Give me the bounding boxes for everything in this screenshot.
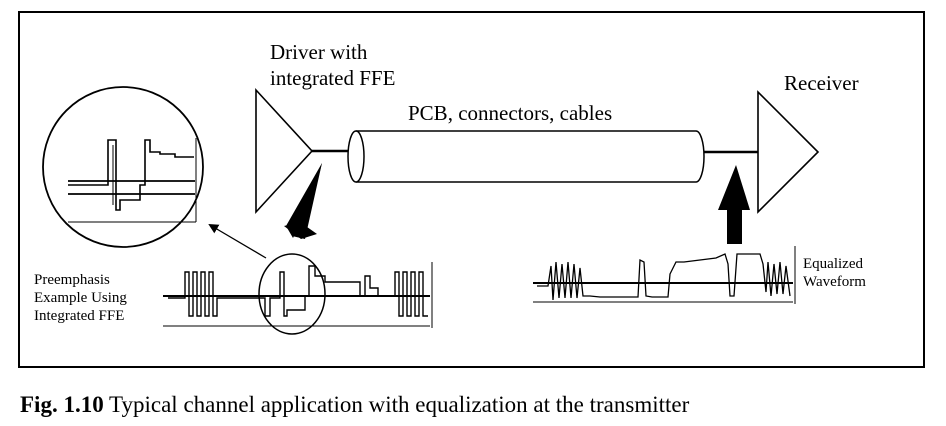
preemphasis-label-line2: Example Using — [34, 290, 127, 306]
equalized-label-line1: Equalized — [803, 256, 863, 272]
receiver-label: Receiver — [784, 71, 859, 95]
cable-cylinder — [347, 130, 705, 183]
preemphasis-waveform — [163, 262, 433, 328]
caption-text: Typical channel application with equaliz… — [109, 392, 690, 417]
caption-number: Fig. 1.10 — [20, 392, 104, 417]
zoom-pointer-arrow — [208, 223, 267, 259]
zoomed-waveform — [68, 138, 197, 223]
preemphasis-label-line1: Preemphasis — [34, 272, 110, 288]
equalized-waveform — [533, 246, 796, 304]
zoom-circle — [42, 86, 204, 248]
figure-caption: Fig. 1.10 Typical channel application wi… — [20, 391, 689, 418]
equalized-label-line2: Waveform — [803, 274, 866, 290]
receiver-triangle — [757, 90, 820, 214]
driver-triangle — [255, 87, 314, 215]
channel-label: PCB, connectors, cables — [408, 101, 613, 125]
big-arrow-receiver — [718, 165, 750, 244]
driver-label-line1: Driver with — [270, 40, 368, 64]
driver-label-line2: integrated FFE — [270, 66, 396, 90]
figure-frame — [18, 11, 925, 368]
big-arrow-driver — [286, 163, 322, 238]
highlight-ellipse — [258, 253, 326, 335]
preemphasis-label-line3: Integrated FFE — [34, 308, 125, 324]
